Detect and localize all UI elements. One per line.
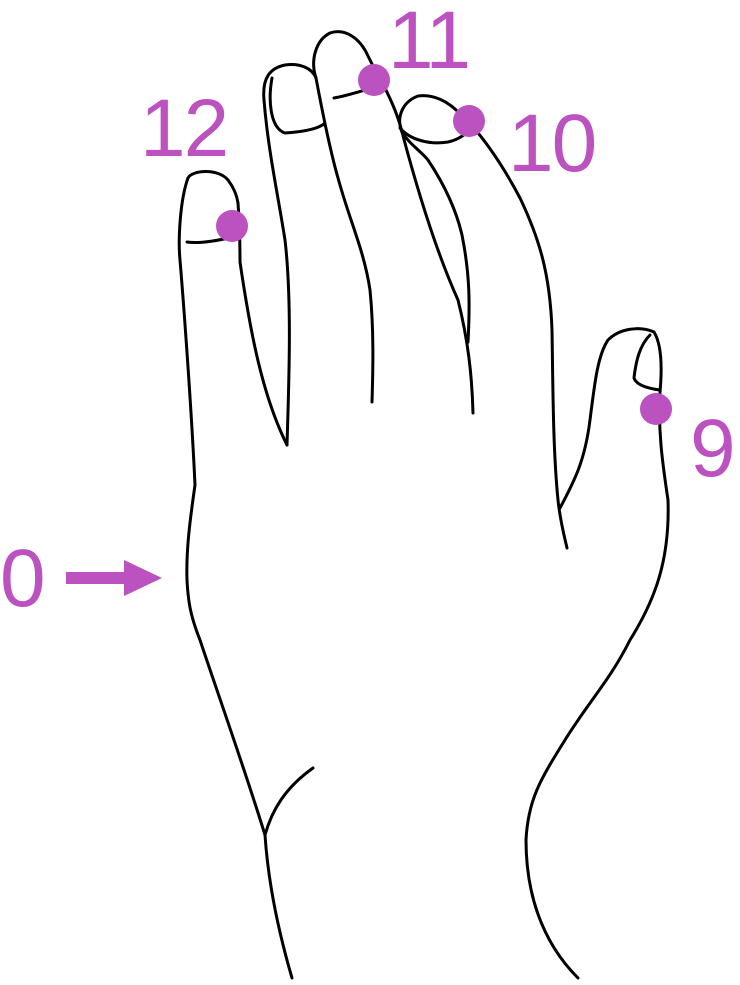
- landmark-label-12: 12: [140, 83, 229, 174]
- hand-left-contour: [177, 176, 294, 980]
- landmark-label-11: 11: [388, 0, 471, 86]
- pinky-inner-edge: [236, 201, 289, 447]
- pinky-tip: [186, 170, 240, 205]
- landmark-label-10: 10: [508, 98, 597, 189]
- index-finger-outer: [398, 94, 569, 550]
- landmark-label-9: 9: [690, 403, 736, 494]
- arrow-right-icon: [66, 560, 162, 596]
- ring-finger-nail: [268, 76, 326, 135]
- landmark-label-0: 0: [0, 533, 46, 624]
- index-finger-side: [400, 130, 471, 344]
- landmark-10-dot: [453, 105, 485, 137]
- ring-finger-inner: [314, 76, 375, 404]
- landmark-11-dot: [358, 64, 390, 96]
- landmark-9-dot: [640, 393, 672, 425]
- thumb-outer: [524, 327, 670, 980]
- thumb-nail: [632, 333, 662, 392]
- landmark-12-dot: [216, 210, 248, 242]
- wrist-crease: [263, 766, 315, 837]
- middle-finger-inner: [376, 74, 475, 415]
- ring-finger-outer: [262, 63, 318, 447]
